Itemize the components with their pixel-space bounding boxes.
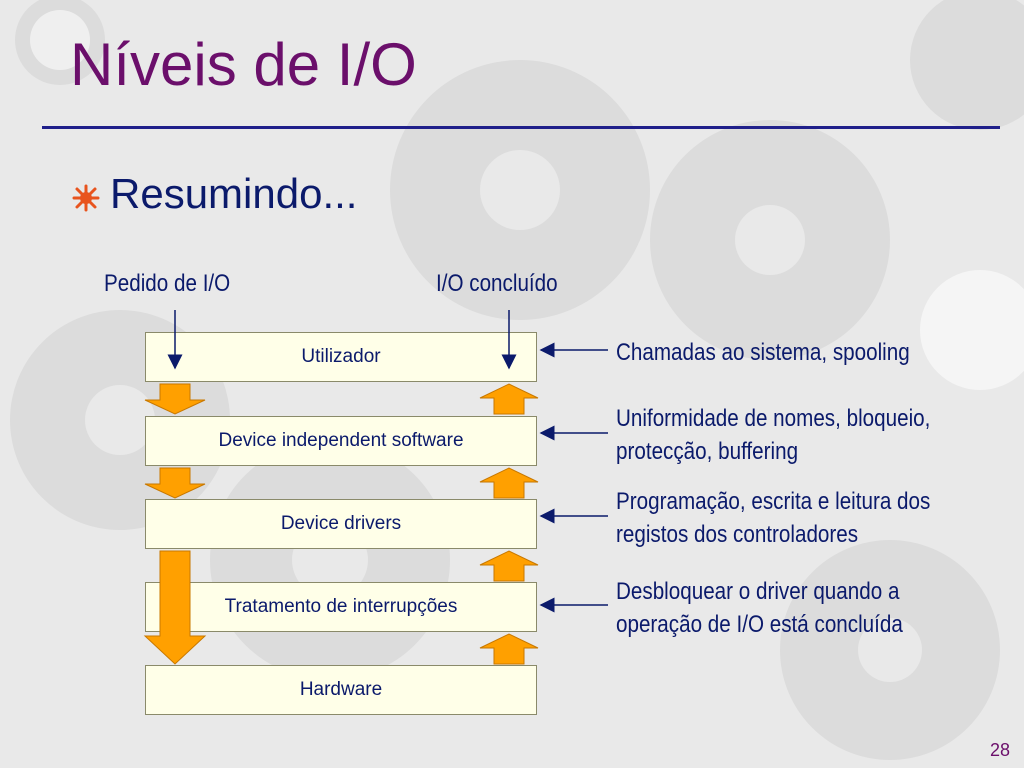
up-arrow-icon — [479, 550, 539, 582]
bullet-icon — [72, 184, 100, 212]
layer-box-hardware: Hardware — [145, 665, 537, 715]
bullet-resumindo: Resumindo... — [110, 170, 358, 217]
desc-device-drivers: Programação, escrita e leitura dos regis… — [616, 488, 931, 548]
done-label: I/O concluído — [436, 270, 558, 297]
down-arrow-icon — [144, 383, 206, 415]
layer-box-interrupts: Tratamento de interrupções — [145, 582, 537, 632]
request-label: Pedido de I/O — [104, 270, 231, 297]
layer-box-device-drivers: Device drivers — [145, 499, 537, 549]
down-arrow-icon — [144, 467, 206, 499]
layer-box-utilizador: Utilizador — [145, 332, 537, 382]
layer-box-device-independent: Device independent software — [145, 416, 537, 466]
title-divider — [42, 126, 1000, 129]
desc-utilizador: Chamadas ao sistema, spooling — [616, 339, 910, 366]
long-down-arrow-icon — [143, 550, 207, 665]
page-number: 28 — [990, 740, 1011, 760]
up-arrow-icon — [479, 383, 539, 415]
page-title: Níveis de I/O — [70, 31, 417, 98]
up-arrow-icon — [479, 633, 539, 665]
up-arrow-icon — [479, 467, 539, 499]
desc-device-independent: Uniformidade de nomes, bloqueio, protecç… — [616, 405, 931, 465]
gear-icon — [910, 0, 1024, 130]
desc-interrupts: Desbloquear o driver quando a operação d… — [616, 578, 903, 638]
